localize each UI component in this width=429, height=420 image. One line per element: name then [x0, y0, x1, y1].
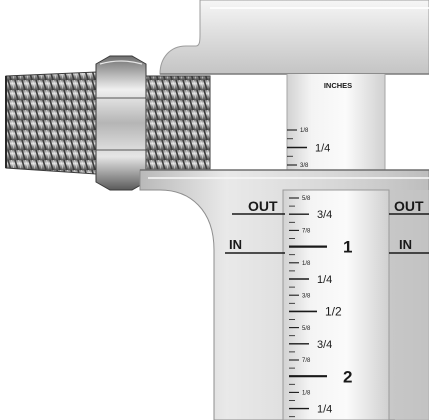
left-markers — [225, 213, 285, 254]
gauge-top-body — [159, 0, 429, 75]
scale-label: 2 — [343, 367, 352, 386]
lower-scale-strip — [282, 189, 390, 420]
scale-label: 1/4 — [315, 142, 330, 154]
scale-label: 3/8 — [300, 163, 309, 169]
scale-label: 3/4 — [317, 339, 332, 351]
left-in-label: IN — [229, 237, 242, 252]
scale-label: 1 — [343, 238, 352, 257]
scale-label: 3/8 — [302, 293, 311, 299]
scale-label: 7/8 — [302, 358, 311, 364]
scale-label: 5/8 — [302, 196, 311, 202]
left-out-label: OUT — [248, 198, 278, 214]
scale-label: 3/4 — [317, 209, 332, 221]
right-markers — [389, 213, 429, 254]
right-in-label: IN — [399, 237, 412, 252]
scale-label: 1/8 — [300, 128, 309, 134]
threaded-fitting — [5, 55, 211, 191]
units-label: INCHES — [324, 81, 352, 90]
scale-label: 1/8 — [302, 261, 311, 267]
scale-label: 7/8 — [302, 229, 311, 235]
lower-scale-ticks: 5/83/47/811/81/43/81/25/83/47/821/81/43/… — [289, 196, 352, 418]
scale-label: 1/8 — [302, 391, 311, 397]
scale-label: 1/4 — [317, 274, 332, 286]
scale-label: 1/4 — [317, 404, 332, 416]
scale-label: 5/8 — [302, 326, 311, 332]
upper-scale-strip — [286, 74, 386, 170]
scale-label: 1/2 — [325, 305, 342, 319]
right-out-label: OUT — [394, 198, 424, 214]
